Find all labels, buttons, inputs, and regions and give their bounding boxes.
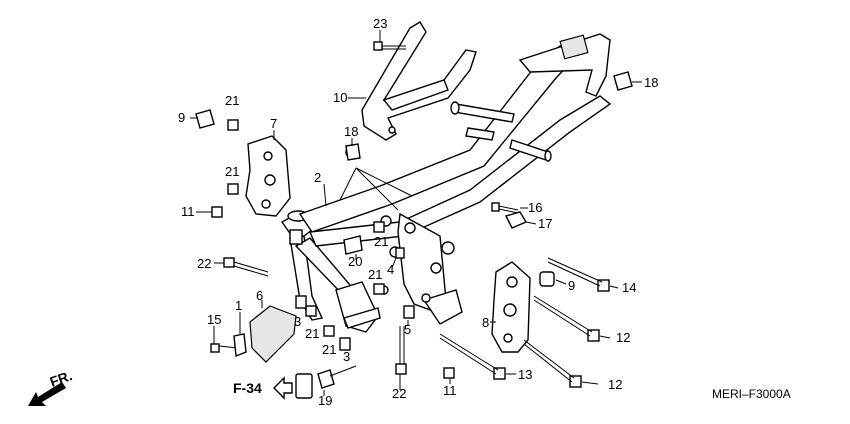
callout-10: 10 — [333, 90, 347, 105]
callout-4: 4 — [387, 262, 394, 277]
callout-3-lower: 3 — [343, 349, 350, 364]
bracket-7-drawing — [245, 135, 291, 217]
drawing-code: MERI–F3000A — [712, 387, 791, 401]
callout-15: 15 — [207, 312, 221, 327]
callout-21-upper-left: 21 — [225, 93, 239, 108]
guard-6-drawing — [249, 305, 297, 363]
callout-20: 20 — [348, 254, 362, 269]
callout-12-lower: 12 — [608, 377, 622, 392]
callout-8: 8 — [482, 315, 489, 330]
callout-21-lower-left: 21 — [305, 326, 319, 341]
callout-11-lower: 11 — [443, 383, 457, 398]
callout-21-center-low: 21 — [368, 267, 382, 282]
callout-17: 17 — [538, 216, 552, 231]
front-direction-label: FR. — [48, 367, 75, 390]
callout-3-upper: 3 — [294, 314, 301, 329]
sub-frame-drawing — [361, 21, 477, 141]
callout-23: 23 — [373, 16, 387, 31]
callout-14: 14 — [622, 280, 636, 295]
callout-22-upper: 22 — [197, 256, 211, 271]
callout-19: 19 — [318, 393, 332, 408]
callout-22-lower: 22 — [392, 386, 406, 401]
callout-16: 16 — [528, 200, 542, 215]
callout-1: 1 — [235, 298, 242, 313]
callout-11-upper: 11 — [181, 204, 195, 219]
main-frame-drawing — [280, 33, 612, 333]
callout-5: 5 — [404, 322, 411, 337]
leader-lines — [190, 30, 642, 396]
callout-18-right: 18 — [644, 75, 658, 90]
bolts-drawing — [195, 41, 633, 399]
front-direction-arrow — [28, 382, 66, 406]
callout-2: 2 — [314, 170, 321, 185]
callout-6: 6 — [256, 288, 263, 303]
callout-9-lower: 9 — [568, 278, 575, 293]
callout-21-center: 21 — [374, 234, 388, 249]
plate-8-drawing — [491, 261, 531, 353]
callout-21-lower: 21 — [322, 342, 336, 357]
callout-7: 7 — [270, 116, 277, 131]
callout-13: 13 — [518, 367, 532, 382]
callout-21-mid-left: 21 — [225, 164, 239, 179]
callout-12-mid: 12 — [616, 330, 630, 345]
section-ref-label: F-34 — [233, 380, 262, 396]
section-ref-arrow — [273, 376, 293, 400]
callout-9-upper: 9 — [178, 110, 185, 125]
callout-18-left: 18 — [344, 124, 358, 139]
